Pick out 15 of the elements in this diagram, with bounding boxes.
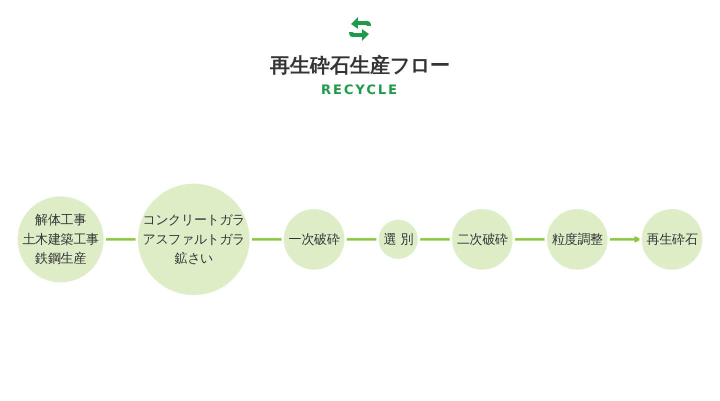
connector (346, 238, 378, 240)
arrow (608, 236, 641, 242)
node-circle: 選 別 (376, 217, 420, 261)
diagram-title: 再生砕石生産フロー (270, 52, 450, 79)
node-circle: 一次破砕 (281, 206, 347, 272)
connector (419, 238, 451, 240)
connector (514, 238, 546, 240)
connector (104, 238, 137, 240)
subtitle-text: RECYCLE (320, 83, 400, 98)
connector (250, 238, 283, 240)
node-circle: 二次破砕 (450, 206, 516, 272)
node-circle: コンクリートガラ アスファルトガラ 鉱さい (136, 180, 252, 298)
node-circle: 再生砕石 (639, 206, 705, 272)
node-circle: 粒度調整 (544, 206, 610, 272)
node-circle: 解体工事 土木建築工事 鉄鋼生産 (15, 194, 106, 284)
